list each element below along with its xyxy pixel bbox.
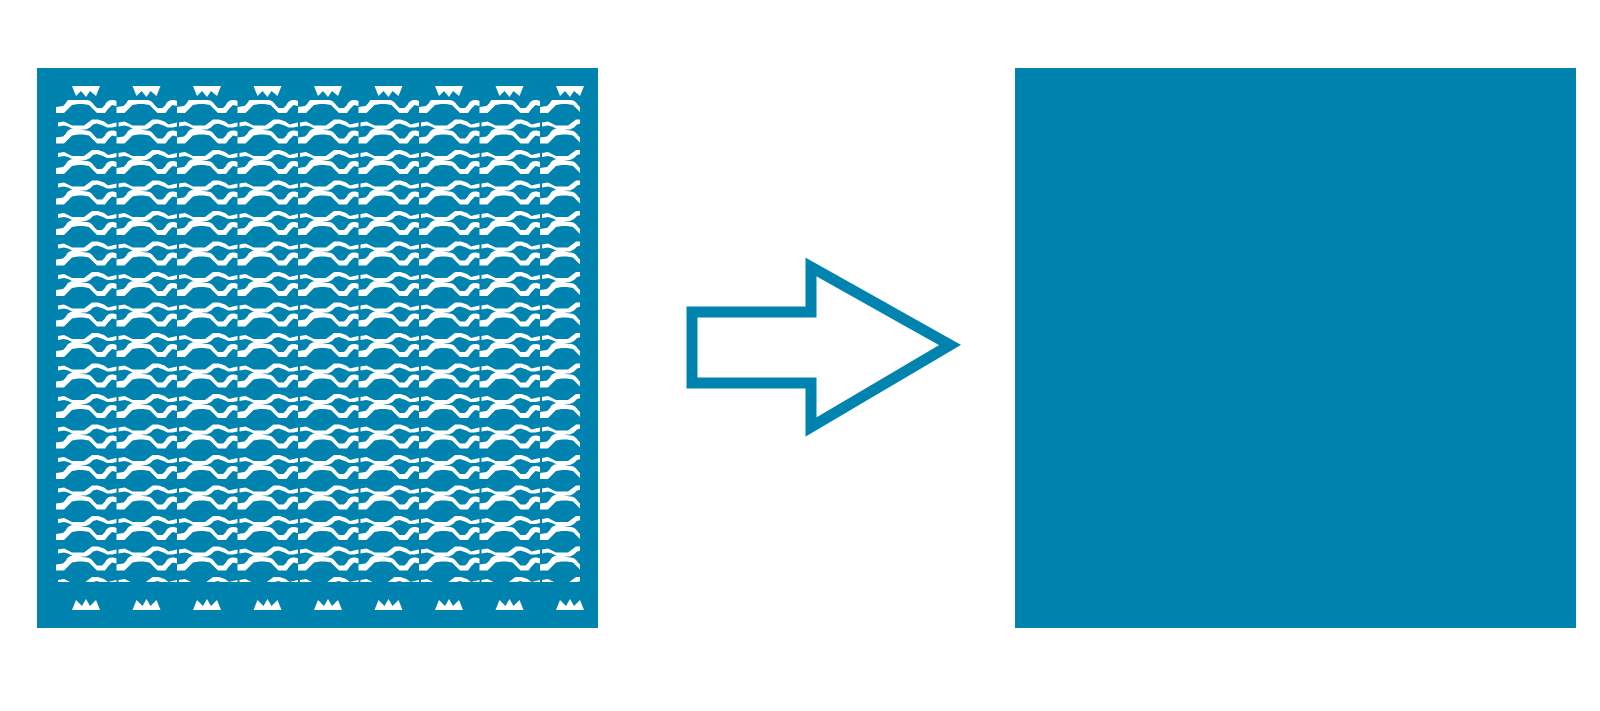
top-edge-motifs bbox=[72, 86, 584, 97]
top-edge-motif bbox=[72, 86, 100, 97]
bottom-edge-motif bbox=[374, 599, 403, 610]
top-edge-motif bbox=[374, 86, 403, 97]
arrow-right-outline-icon bbox=[686, 257, 962, 437]
top-edge-motif bbox=[132, 86, 161, 97]
bottom-edge-motifs bbox=[72, 599, 584, 610]
right-panel bbox=[1015, 68, 1576, 628]
top-edge-motif bbox=[253, 86, 282, 97]
top-edge-motif bbox=[495, 86, 524, 97]
bottom-edge-motif bbox=[132, 599, 161, 610]
top-edge-motif bbox=[435, 86, 463, 97]
top-edge-motif bbox=[193, 86, 221, 97]
bottom-edge-motif bbox=[193, 599, 221, 610]
perforation-pattern bbox=[56, 100, 580, 582]
bottom-edge-motif bbox=[253, 599, 282, 610]
solid-square bbox=[1015, 68, 1576, 628]
left-panel bbox=[37, 68, 598, 628]
bottom-edge-motif bbox=[314, 599, 342, 610]
top-edge-motif bbox=[556, 86, 584, 97]
top-edge-motif bbox=[314, 86, 342, 97]
bottom-edge-motif bbox=[72, 599, 100, 610]
bottom-edge-motif bbox=[556, 599, 584, 610]
bottom-edge-motif bbox=[495, 599, 524, 610]
bottom-edge-motif bbox=[435, 599, 463, 610]
